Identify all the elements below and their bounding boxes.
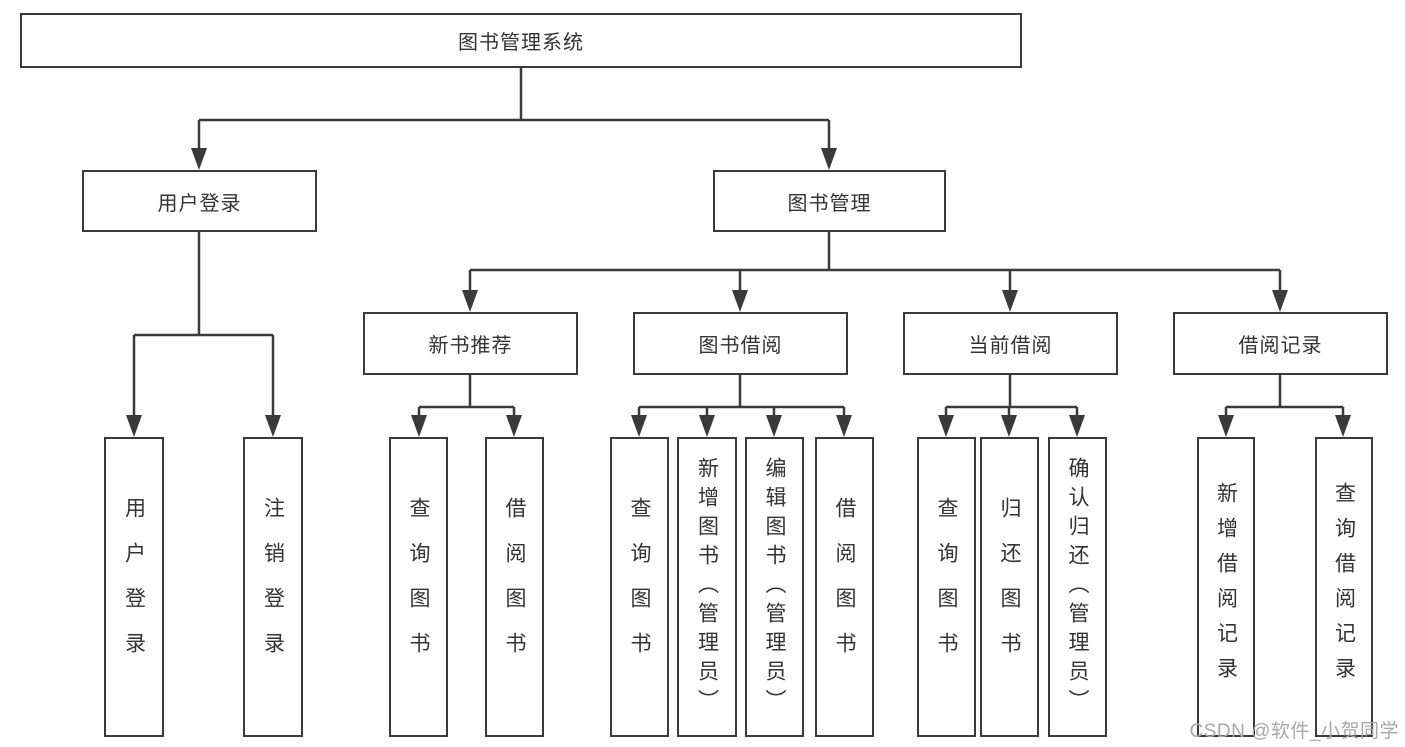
arrowhead [506,415,522,437]
leaf-query-books-recommend: 查询图书 [389,437,448,737]
node-label: 借阅图书 [833,497,856,677]
connector-lines [132,232,275,417]
connector-lines [417,375,516,417]
node-book-borrowing: 图书借阅 [633,312,848,375]
node-label: 归还图书 [998,497,1021,677]
connector-borrowing-records-children [1218,375,1351,437]
arrowhead [126,415,142,437]
arrowhead [1218,415,1234,437]
connector-user-login-children [126,232,281,437]
node-label: 当前借阅 [968,335,1053,357]
node-new-book-recommend: 新书推荐 [363,312,578,375]
arrowhead [1002,290,1018,312]
leaf-query-borrow-record: 查询借阅记录 [1315,437,1373,737]
node-current-borrowing: 当前借阅 [903,312,1118,375]
arrowhead [732,290,748,312]
node-label: 用户登录 [122,497,146,677]
node-label: 新增借阅记录 [1214,482,1238,692]
arrowhead [1272,290,1288,312]
node-label: 新增图书（管理员） [695,456,719,718]
connector-lines [1224,375,1345,417]
node-label: 查询图书 [628,497,651,677]
leaf-edit-books-admin: 编辑图书（管理员） [745,437,804,737]
node-label: 借阅图书 [503,497,526,677]
arrowhead [1001,415,1017,437]
connector-book-borrowing-children [631,375,852,437]
node-label: 借阅记录 [1238,335,1323,357]
node-label: 查询图书 [935,497,958,677]
arrowhead [766,415,782,437]
connector-current-borrowing-children [938,375,1085,437]
node-book-management-system: 图书管理系统 [20,13,1022,68]
connector-lines [197,68,831,150]
node-label: 图书借阅 [698,335,783,357]
connector-lines [468,232,1282,292]
arrowhead [821,148,837,170]
leaf-confirm-return-admin: 确认归还（管理员） [1048,437,1107,737]
leaf-query-books-borrowing: 查询图书 [610,437,669,737]
node-label: 确认归还（管理员） [1066,456,1089,718]
node-user-login: 用户登录 [82,170,317,232]
arrowhead [411,415,427,437]
leaf-borrow-books-borrowing: 借阅图书 [815,437,874,737]
leaf-logout-login: 注销登录 [243,437,303,737]
node-label: 新书推荐 [428,335,513,357]
arrowhead [699,415,715,437]
connector-new-book-recommend-children [411,375,522,437]
arrowhead [1069,415,1085,437]
leaf-return-books: 归还图书 [980,437,1039,737]
node-label: 用户登录 [157,192,242,215]
node-borrowing-records: 借阅记录 [1173,312,1388,375]
leaf-user-login: 用户登录 [104,437,164,737]
arrowhead [836,415,852,437]
leaf-add-borrow-record: 新增借阅记录 [1197,437,1255,737]
node-book-management: 图书管理 [713,170,946,232]
leaf-add-books-admin: 新增图书（管理员） [677,437,737,737]
node-label: 查询借阅记录 [1332,482,1356,692]
arrowhead [938,415,954,437]
arrowhead [631,415,647,437]
node-label: 图书管理系统 [458,32,584,54]
node-label: 注销登录 [261,497,285,677]
connector-book-management-children [462,232,1288,312]
leaf-borrow-books-recommend: 借阅图书 [485,437,544,737]
node-label: 编辑图书（管理员） [763,456,786,718]
watermark: CSDN @软件_小贺同学 [1189,721,1399,742]
node-label: 查询图书 [407,497,430,677]
arrowhead [265,415,281,437]
connector-lines [944,375,1079,417]
arrowhead [191,148,207,170]
node-label: 图书管理 [787,192,872,215]
arrowhead [1335,415,1351,437]
connector-lines [637,375,846,417]
arrowhead [462,290,478,312]
connector-root-to-level2 [191,68,837,170]
leaf-query-books-current: 查询图书 [917,437,976,737]
